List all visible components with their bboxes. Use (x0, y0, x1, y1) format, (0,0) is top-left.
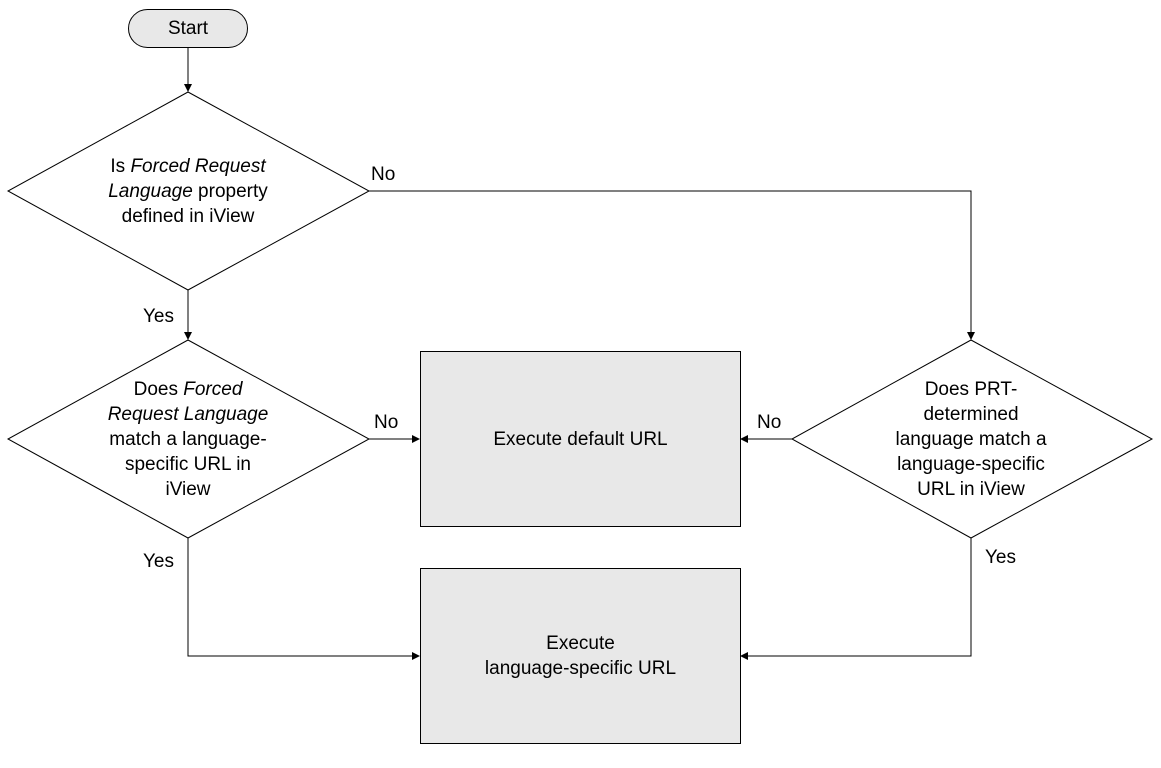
decision1-emph2: Language (108, 181, 193, 202)
decision3-text: Does PRT- determined language match a la… (851, 377, 1091, 502)
start-node: Start (128, 9, 248, 48)
edge-label-d1-no: No (371, 164, 396, 185)
edge-label-d2-no: No (374, 412, 399, 433)
process-language-line1: Execute (546, 633, 615, 654)
process-default-label: Execute default URL (493, 428, 668, 450)
decision2-line3: match a language- (109, 429, 267, 450)
decision1-text: Is Forced Request Language property defi… (68, 154, 308, 229)
decision2-prefix: Does (133, 379, 184, 400)
decision3-line5: URL in iView (917, 479, 1025, 500)
edge-d2-yes (187, 538, 420, 660)
edge-label-d3-yes: Yes (985, 547, 1016, 568)
edge-label-d3-no: No (757, 412, 782, 433)
decision2-emph1: Forced (183, 379, 243, 400)
decision2-line4: specific URL in (124, 454, 251, 475)
process-execute-default-url: Execute default URL (420, 351, 741, 527)
decision2-line5: iView (165, 479, 211, 500)
decision3-line2: determined (923, 404, 1019, 425)
edge-d1-no (369, 190, 975, 340)
edge-d3-yes (740, 538, 972, 660)
start-label: Start (167, 17, 209, 39)
process-language-line2: language-specific URL (484, 658, 677, 679)
decision2-emph2: Request Language (107, 404, 269, 425)
decision3-line1: Does PRT- (924, 379, 1018, 400)
decision1-prefix: Is (110, 156, 131, 177)
edge-label-d1-yes: Yes (143, 306, 174, 327)
decision3-line4: language-specific (897, 454, 1045, 475)
decision1-suffix: property (192, 181, 268, 202)
edge-label-d2-yes: Yes (143, 551, 174, 572)
process-execute-language-url: Execute language-specific URL (420, 568, 741, 744)
decision1-emph1: Forced Request (130, 156, 266, 177)
decision3-line3: language match a (895, 429, 1047, 450)
decision2-text: Does Forced Request Language match a lan… (68, 377, 308, 502)
decision1-line3: defined in iView (121, 206, 255, 227)
